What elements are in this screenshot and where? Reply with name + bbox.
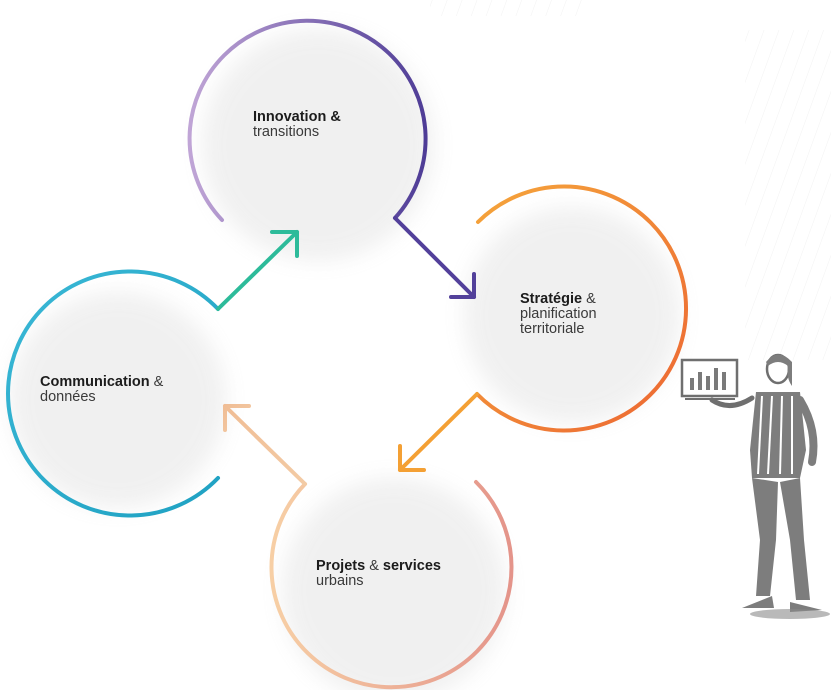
node-projets-connector: & bbox=[365, 558, 383, 574]
arrow-innovation-to-strategie bbox=[393, 216, 476, 299]
node-innovation-label: Innovation & transitions bbox=[253, 110, 341, 140]
presenter-with-chart-icon bbox=[680, 353, 830, 619]
node-innovation-subtitle: transitions bbox=[253, 124, 320, 140]
node-communication-label: Communication & données bbox=[40, 375, 163, 405]
node-projets bbox=[269, 480, 514, 690]
arrow-strategie-to-projets bbox=[398, 392, 479, 472]
node-projets-label: Projets & services urbains bbox=[316, 559, 441, 589]
node-communication-ring bbox=[6, 269, 220, 518]
node-strategie-ring bbox=[475, 184, 688, 433]
node-communication-subtitle: données bbox=[40, 389, 96, 405]
node-communication-connector: & bbox=[149, 374, 164, 390]
circle-shadows bbox=[10, 29, 680, 690]
node-strategie-title: Stratégie bbox=[520, 291, 583, 307]
node-strategie-connector: & bbox=[582, 291, 596, 307]
node-projets-ring bbox=[269, 480, 514, 690]
node-innovation-title: Innovation & bbox=[253, 109, 341, 125]
node-communication-title: Communication bbox=[40, 374, 150, 390]
background-hatching bbox=[430, 0, 831, 360]
node-strategie-label: Stratégie & planification territoriale bbox=[520, 292, 597, 337]
node-projets-title: Projets bbox=[316, 558, 366, 574]
node-communication bbox=[6, 269, 220, 518]
node-innovation-ring bbox=[187, 18, 428, 222]
arrow-projets-to-communication bbox=[223, 404, 307, 486]
node-strategie-line2: planification bbox=[520, 306, 597, 322]
node-strategie bbox=[475, 184, 688, 433]
node-strategie-line3: territoriale bbox=[520, 321, 585, 337]
arrow-communication-to-innovation bbox=[216, 230, 299, 311]
node-innovation bbox=[187, 18, 428, 222]
node-projets-subtitle: urbains bbox=[316, 573, 364, 589]
node-projets-title2: services bbox=[382, 558, 441, 574]
